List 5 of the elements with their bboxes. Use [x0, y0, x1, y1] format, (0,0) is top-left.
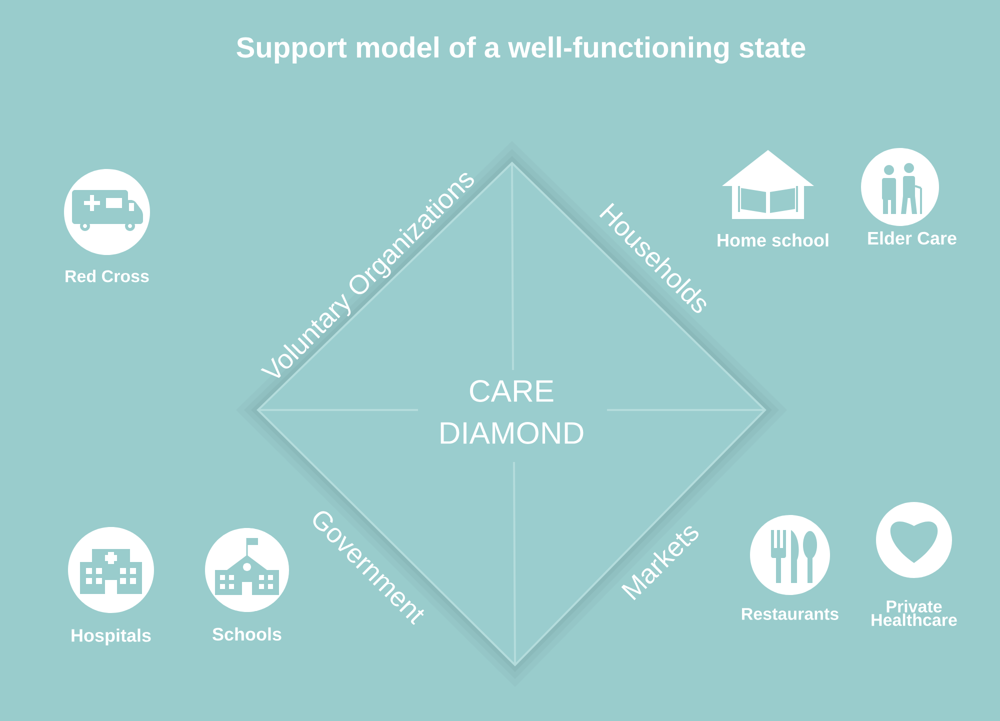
icon-caption: Elder Care — [868, 231, 956, 245]
icon-caption: Red Cross — [66, 270, 149, 282]
icon-caption: Hospitals — [72, 628, 151, 646]
title: Support model of a well-functioning state — [236, 36, 806, 64]
icon-caption: Private Healthcare — [872, 600, 957, 626]
